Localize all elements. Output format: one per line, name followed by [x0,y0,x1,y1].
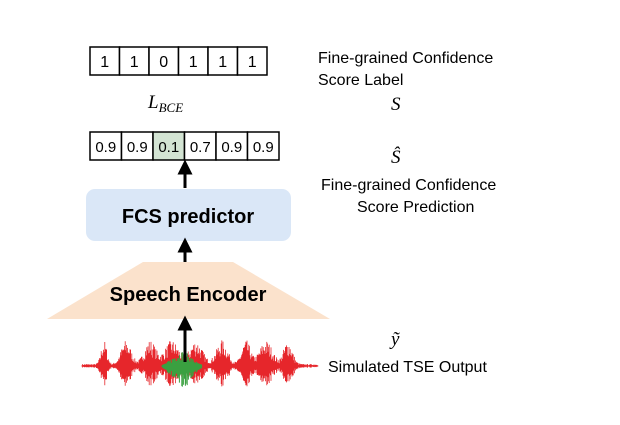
score-cell-value: 0.9 [221,139,242,156]
s-symbol: S [391,94,401,115]
label-title-line2: Score Label [318,72,403,89]
waveform-red [81,340,319,387]
tse-output-label: Simulated TSE Output [328,359,487,376]
label-cell-value: 1 [248,54,257,71]
prediction-score-row: 0.9 0.9 0.1 0.7 0.9 0.9 [89,131,280,161]
label-cell [148,46,180,76]
label-cell-value: 1 [189,54,198,71]
score-cell [152,131,186,161]
score-cell-value: 0.9 [95,139,116,156]
speech-encoder-trapezoid [47,262,330,319]
speech-encoder-label: Speech Encoder [110,284,267,306]
pred-title-line2: Score Prediction [357,199,474,216]
waveform [81,340,319,387]
loss-subscript: BCE [159,100,184,115]
waveform-green [161,352,203,387]
label-cell [236,46,268,76]
fcs-predictor-box [86,189,291,241]
score-cell-value: 0.9 [127,139,148,156]
fcs-predictor-label: FCS predictor [122,206,254,228]
score-cell-value: 0.7 [190,139,211,156]
score-cell [183,131,217,161]
y-tilde-symbol: ỹ [389,329,400,350]
score-cell-value: 0.9 [253,139,274,156]
binary-label-row: 1 1 0 1 1 1 [89,46,268,76]
label-cell-value: 1 [130,54,139,71]
score-cell-value: 0.1 [158,139,179,156]
pred-title-line1: Fine-grained Confidence [321,177,496,194]
label-cell [89,46,121,76]
label-cell-value: 1 [100,54,109,71]
s-hat-symbol: Ŝ [391,146,401,168]
loss-main: L [147,92,159,113]
score-cell [246,131,280,161]
score-cell [120,131,154,161]
score-cell [89,131,123,161]
label-cell [207,46,239,76]
label-cell-value: 1 [218,54,227,71]
loss-symbol: LBCE [147,92,183,115]
label-cell-value: 0 [159,54,168,71]
label-cell [118,46,150,76]
label-title-line1: Fine-grained Confidence [318,50,493,67]
